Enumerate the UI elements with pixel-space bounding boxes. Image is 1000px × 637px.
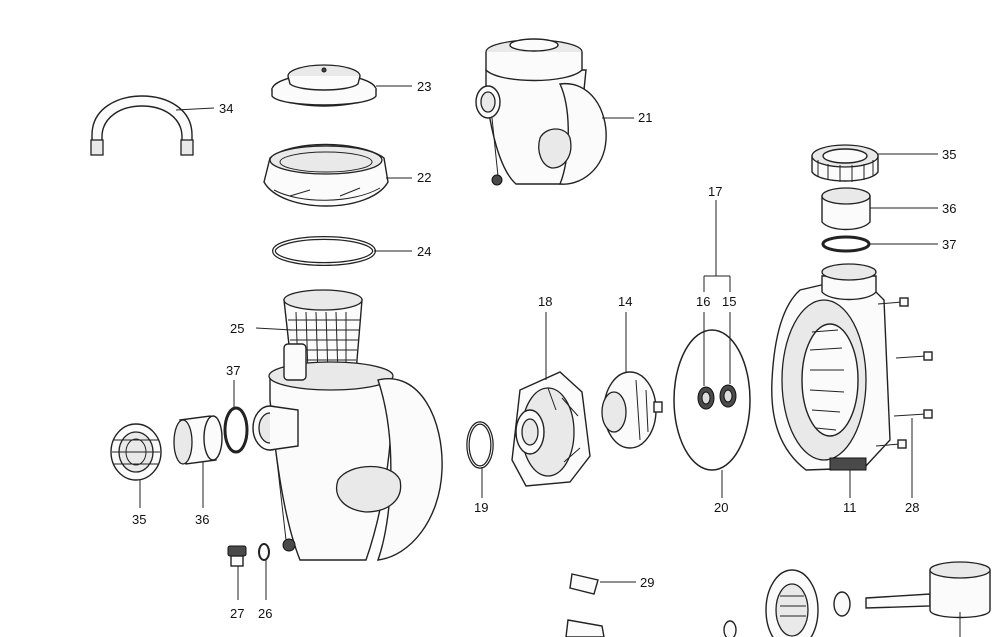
label-37-left: 37	[226, 363, 240, 378]
part-pump-housing	[252, 343, 443, 561]
label-15: 15	[722, 294, 736, 309]
part-36-union-tail-left	[173, 415, 223, 465]
label-35-left: 35	[132, 512, 146, 527]
label-16: 16	[696, 294, 710, 309]
part-11-seal-plate	[771, 263, 891, 471]
leader-lines	[139, 85, 938, 600]
part-27-drain-plug	[227, 545, 247, 567]
part-18-diffuser	[511, 371, 591, 487]
label-35-top: 35	[942, 147, 956, 162]
part-35-union-nut-top	[811, 144, 879, 182]
part-19-oring	[466, 421, 494, 469]
label-37-top: 37	[942, 237, 956, 252]
label-21: 21	[638, 110, 652, 125]
label-25: 25	[230, 321, 244, 336]
part-15-seal	[719, 384, 737, 408]
part-number-labels: 34 23 22 24 21 35 36 37 25 37 35 36 27 2…	[132, 79, 956, 621]
part-24-oring	[272, 236, 376, 266]
label-14: 14	[618, 294, 632, 309]
part-35-union-nut-left	[110, 423, 162, 481]
label-23: 23	[417, 79, 431, 94]
part-37-oring-top	[821, 235, 871, 253]
label-36-top: 36	[942, 201, 956, 216]
part-16-seal	[697, 386, 715, 410]
label-29: 29	[640, 575, 654, 590]
label-24: 24	[417, 244, 431, 259]
label-11: 11	[843, 500, 857, 515]
part-26-washer	[258, 543, 270, 561]
part-37-oring-left	[223, 406, 249, 454]
part-34-clamp	[90, 95, 194, 156]
label-18: 18	[538, 294, 552, 309]
label-27: 27	[230, 606, 244, 621]
label-22: 22	[417, 170, 431, 185]
part-29-key	[569, 573, 599, 595]
label-17: 17	[708, 184, 722, 199]
part-14-impeller	[601, 371, 663, 449]
label-36-left: 36	[195, 512, 209, 527]
part-36-union-tail-top	[821, 187, 871, 231]
part-28-bolts	[875, 297, 933, 449]
label-28: 28	[905, 500, 919, 515]
label-20: 20	[714, 500, 728, 515]
part-23-lid	[271, 64, 377, 107]
label-26: 26	[258, 606, 272, 621]
part-20-oring	[673, 329, 751, 471]
part-21-housing	[475, 38, 607, 186]
part-22-lid-ring	[263, 143, 389, 207]
label-34: 34	[219, 101, 233, 116]
partial-parts-bottom	[565, 561, 991, 637]
label-19: 19	[474, 500, 488, 515]
